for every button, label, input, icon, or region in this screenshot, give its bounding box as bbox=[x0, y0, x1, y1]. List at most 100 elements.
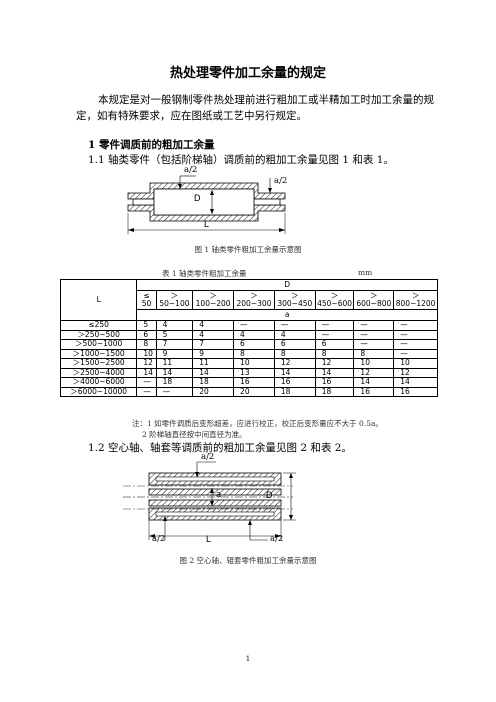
column-header-symbol: ＞ bbox=[330, 291, 339, 300]
table-header-D: D bbox=[136, 279, 438, 291]
column-header-symbol: ＞ bbox=[370, 291, 378, 300]
table-cell: 12 bbox=[314, 358, 355, 369]
table-cell: 14 bbox=[155, 367, 194, 378]
table-cell: 16 bbox=[233, 377, 275, 388]
table-cell: 14 bbox=[192, 367, 235, 378]
table-cell: 4 bbox=[155, 320, 194, 331]
table-cell: 4 bbox=[192, 329, 235, 340]
table-column-header: ＞600~800 bbox=[353, 290, 395, 310]
subsection-1-1: 1.1 轴类零件（包括阶梯轴）调质前的粗加工余量见图 1 和表 1。 bbox=[88, 154, 394, 166]
table-cell: 12 bbox=[393, 367, 438, 378]
table-subheader-a: a bbox=[136, 309, 438, 321]
table-cell: — bbox=[136, 377, 157, 388]
column-header-symbol: ＞ bbox=[209, 291, 217, 300]
row-length-range: ≤250 bbox=[59, 320, 138, 331]
column-header-range: 200~300 bbox=[236, 299, 272, 308]
table-cell: 18 bbox=[273, 386, 316, 397]
shaft-figure bbox=[127, 175, 286, 234]
page-title: 热处理零件加工余量的规定 bbox=[169, 66, 326, 81]
table-cell: 14 bbox=[136, 367, 157, 378]
table-cell: — bbox=[273, 320, 316, 331]
fig2-label-a: a bbox=[216, 490, 222, 500]
table-1-notes: 注：1 如零件调质后变形超差，应进行校正，校正后变形量应不大于 0.5a。 2 … bbox=[132, 418, 383, 440]
table-cell: 14 bbox=[353, 377, 395, 388]
table-cell: 5 bbox=[155, 329, 194, 340]
note-2: 2 阶梯轴直径按中间直径为准。 bbox=[142, 430, 247, 439]
row-length-range: ＞250~500 bbox=[59, 329, 138, 340]
table-cell: 11 bbox=[192, 358, 235, 369]
fig2-label-L: L bbox=[206, 534, 212, 544]
table-column-header: ＞100~200 bbox=[192, 290, 235, 310]
table-cell: 14 bbox=[393, 377, 438, 388]
table-cell: 14 bbox=[273, 367, 316, 378]
table-column-header: ＞450~600 bbox=[314, 290, 355, 310]
table-cell: — bbox=[353, 329, 395, 340]
row-length-range: ＞6000~10000 bbox=[59, 386, 138, 397]
table-cell: 18 bbox=[192, 377, 235, 388]
table-cell: 7 bbox=[155, 339, 194, 350]
table-cell: 12 bbox=[353, 367, 395, 378]
table-1: L D ≤50＞50~100＞100~200＞200~300＞300~450＞4… bbox=[59, 279, 438, 397]
column-header-range: 100~200 bbox=[195, 299, 231, 308]
fig1-label-D: D bbox=[194, 193, 201, 203]
table-cell: 7 bbox=[192, 339, 235, 350]
column-header-symbol: ＞ bbox=[291, 291, 299, 300]
table-cell: 6 bbox=[314, 339, 355, 350]
table-cell: 20 bbox=[192, 386, 235, 397]
table-cell: 14 bbox=[314, 367, 355, 378]
table-cell: 11 bbox=[155, 358, 194, 369]
table-cell: 4 bbox=[233, 329, 275, 340]
table-cell: 13 bbox=[233, 367, 275, 378]
table-cell: — bbox=[314, 329, 355, 340]
table-column-header: ＞200~300 bbox=[233, 290, 275, 310]
table-cell: 6 bbox=[136, 329, 157, 340]
section-heading: 1 零件调质前的粗加工余量 bbox=[88, 139, 215, 151]
table-cell: 9 bbox=[192, 348, 235, 359]
table-cell: 6 bbox=[233, 339, 275, 350]
table-cell: 5 bbox=[136, 320, 157, 331]
table-cell: — bbox=[233, 320, 275, 331]
column-header-range: 600~800 bbox=[356, 299, 392, 308]
table-cell: 6 bbox=[273, 339, 316, 350]
table-cell: — bbox=[393, 339, 438, 350]
table-cell: 16 bbox=[273, 377, 316, 388]
intro-paragraph: 本规定是对一般钢制零件热处理前进行粗加工或半精加工时加工余量的规定，如有特殊要求… bbox=[76, 94, 434, 122]
table-cell: 8 bbox=[233, 348, 275, 359]
table-column-header: ＞800~1200 bbox=[393, 290, 438, 310]
column-header-range: 50 bbox=[141, 299, 152, 308]
hollow-shaft-figure bbox=[123, 461, 296, 541]
table-cell: 20 bbox=[233, 386, 275, 397]
table-cell: 9 bbox=[155, 348, 194, 359]
table-1-unit: mm bbox=[358, 268, 373, 277]
table-cell: — bbox=[353, 320, 395, 331]
figure-1-caption: 图 1 轴类零件粗加工余量示意图 bbox=[194, 245, 302, 254]
table-cell: 10 bbox=[233, 358, 275, 369]
table-cell: — bbox=[353, 339, 395, 350]
table-cell: — bbox=[393, 348, 438, 359]
row-length-range: ＞2500~4000 bbox=[59, 367, 138, 378]
fig1-label-L: L bbox=[204, 219, 210, 229]
table-cell: 16 bbox=[353, 386, 395, 397]
note-1: 注：1 如零件调质后变形超差，应进行校正，校正后变形量应不大于 0.5a。 bbox=[132, 419, 383, 428]
table-cell: 18 bbox=[314, 386, 355, 397]
column-header-range: 800~1200 bbox=[395, 299, 436, 308]
row-length-range: ＞500~1000 bbox=[59, 339, 138, 350]
table-cell: 18 bbox=[155, 377, 194, 388]
table-cell: 8 bbox=[314, 348, 355, 359]
fig2-label-a-half-right: a/2 bbox=[270, 534, 284, 544]
table-column-headers: ≤50＞50~100＞100~200＞200~300＞300~450＞450~6… bbox=[61, 290, 438, 310]
fig1-label-a-half-right: a/2 bbox=[274, 176, 288, 186]
fig2-label-a-half-left: a/2 bbox=[152, 534, 166, 544]
table-column-header: ＞300~450 bbox=[273, 290, 316, 310]
table-cell: 16 bbox=[393, 386, 438, 397]
column-header-symbol: ＞ bbox=[170, 291, 179, 300]
table-cell: — bbox=[314, 320, 355, 331]
column-header-range: 50~100 bbox=[159, 299, 190, 308]
